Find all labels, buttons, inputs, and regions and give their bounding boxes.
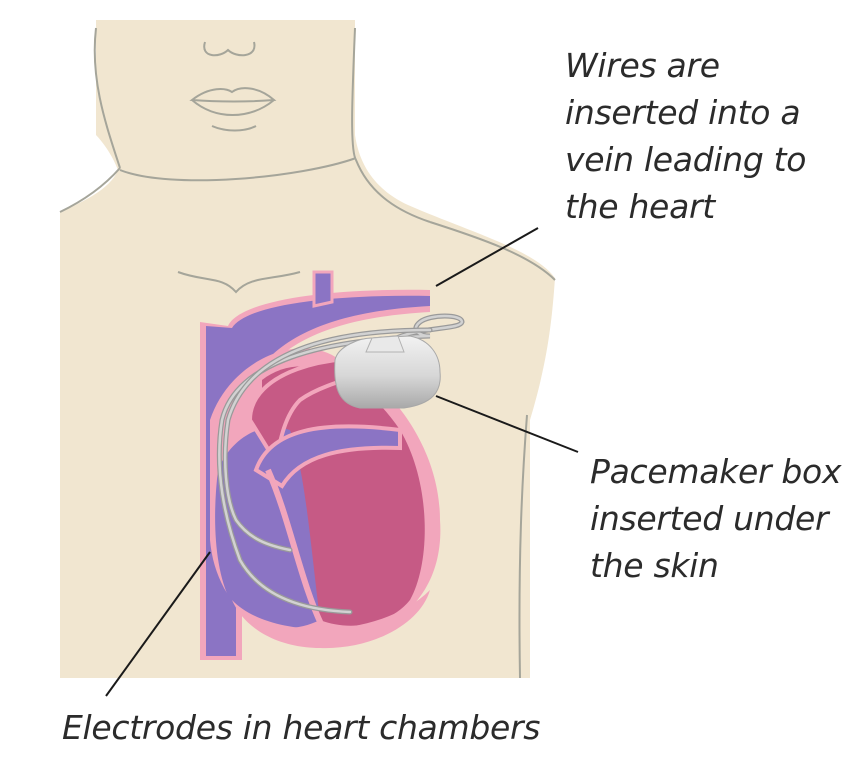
heart-base-rim bbox=[232, 590, 430, 649]
leader-line-electrodes bbox=[105, 551, 211, 697]
pulmonary-artery bbox=[253, 424, 402, 489]
neck-outline-left bbox=[93, 27, 121, 169]
label-wires-line-2: inserted into a bbox=[565, 93, 801, 132]
label-pacemaker-box-line-3: the skin bbox=[590, 546, 719, 585]
neck-outline-right bbox=[351, 27, 431, 223]
leader-line-pacemaker-box bbox=[435, 395, 579, 453]
label-wires-line-1: Wires are bbox=[565, 46, 720, 85]
nose bbox=[203, 41, 256, 57]
heart-right-ventricle bbox=[215, 427, 320, 629]
arm-line bbox=[518, 414, 528, 679]
leader-line-wires bbox=[435, 227, 539, 287]
pacemaker-lead-2 bbox=[223, 328, 432, 552]
pacemaker-box bbox=[334, 335, 441, 409]
pacemaker-header bbox=[365, 335, 405, 353]
shoulder-left bbox=[59, 167, 121, 213]
mouth-lower-lip bbox=[191, 99, 275, 116]
label-electrodes: Electrodes in heart chambers bbox=[62, 704, 540, 751]
chin-line bbox=[119, 157, 357, 182]
label-wires-line-3: vein leading to bbox=[565, 140, 807, 179]
label-electrodes-line-1: Electrodes in heart chambers bbox=[62, 708, 541, 747]
label-pacemaker-box: Pacemaker box inserted under the skin bbox=[590, 448, 841, 589]
label-pacemaker-box-line-2: inserted under bbox=[590, 499, 829, 538]
pacemaker-lead bbox=[218, 314, 464, 614]
subclavian-vein bbox=[206, 295, 430, 656]
jugular-vein bbox=[312, 270, 334, 308]
collarbone bbox=[177, 271, 301, 294]
label-wires-line-4: the heart bbox=[565, 187, 715, 226]
chin-crease bbox=[211, 125, 257, 132]
label-wires: Wires are inserted into a vein leading t… bbox=[565, 42, 807, 230]
mouth-upper-lip bbox=[189, 87, 277, 103]
label-pacemaker-box-line-1: Pacemaker box bbox=[590, 452, 842, 491]
